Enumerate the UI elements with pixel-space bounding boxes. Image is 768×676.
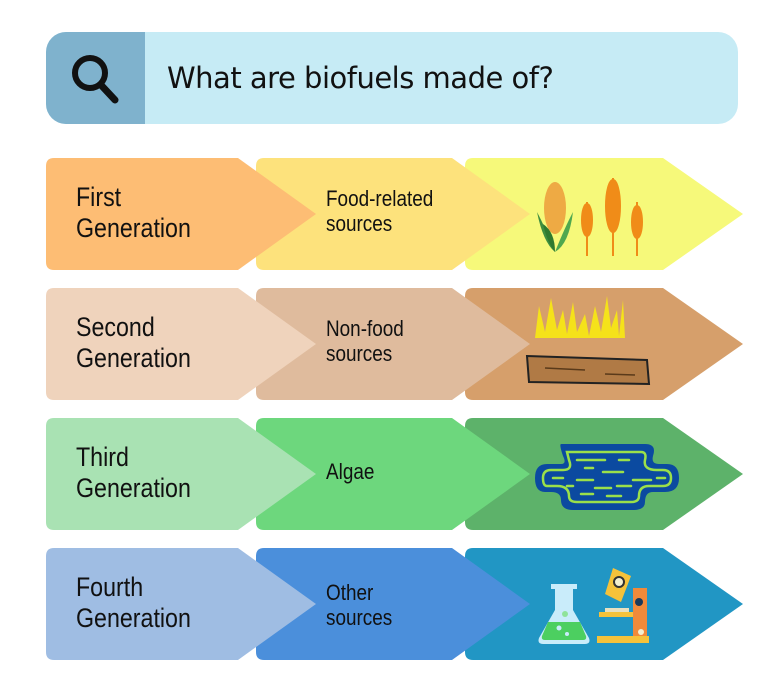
generation-row-first: Food-related sources First Generation bbox=[0, 158, 768, 272]
generation-row-third: Algae Third Generation bbox=[0, 418, 768, 532]
illustration-arrow bbox=[465, 418, 745, 530]
source-label-line1: Other bbox=[326, 580, 374, 605]
source-label-line1: Food-related bbox=[326, 186, 434, 211]
source-arrow: Food-related sources bbox=[256, 158, 532, 270]
corn-and-wheat-icon bbox=[537, 178, 643, 256]
generation-label-line1: Fourth bbox=[76, 572, 144, 602]
generation-label-line1: Third bbox=[76, 442, 129, 472]
flask-and-microscope-icon bbox=[538, 568, 649, 644]
source-label-line1: Non-food bbox=[326, 316, 404, 341]
generation-arrow: Fourth Generation bbox=[46, 548, 318, 660]
source-label-line2: sources bbox=[326, 341, 393, 367]
source-label-line2: sources bbox=[326, 605, 393, 631]
generation-label-line2: Generation bbox=[76, 603, 191, 634]
illustration-arrow bbox=[465, 288, 745, 400]
search-icon-box bbox=[46, 32, 145, 124]
generation-arrow: Third Generation bbox=[46, 418, 318, 530]
generation-arrow: Second Generation bbox=[46, 288, 318, 400]
generation-row-fourth: Other sources Fourth Generation bbox=[0, 548, 768, 662]
generation-arrow: First Generation bbox=[46, 158, 318, 270]
question-bar: What are biofuels made of? bbox=[46, 32, 738, 124]
grass-and-wood-plank-icon bbox=[525, 296, 651, 386]
generation-label-line2: Generation bbox=[76, 473, 191, 504]
source-arrow: Other sources bbox=[256, 548, 532, 660]
magnifier-icon bbox=[72, 55, 119, 104]
source-label-line2: sources bbox=[326, 211, 393, 237]
generation-row-second: Non-food sources Second Generation bbox=[0, 288, 768, 402]
source-arrow: Non-food sources bbox=[256, 288, 532, 400]
algae-pond-icon bbox=[535, 444, 679, 510]
question-text: What are biofuels made of? bbox=[167, 61, 554, 95]
illustration-arrow bbox=[465, 548, 745, 660]
generation-label-line1: Second bbox=[76, 312, 155, 342]
generation-label-line2: Generation bbox=[76, 213, 191, 244]
illustration-arrow bbox=[465, 158, 745, 270]
source-label-line1: Algae bbox=[326, 459, 375, 484]
generation-label-line2: Generation bbox=[76, 343, 191, 374]
generation-label-line1: First bbox=[76, 182, 122, 212]
source-arrow: Algae bbox=[256, 418, 532, 530]
